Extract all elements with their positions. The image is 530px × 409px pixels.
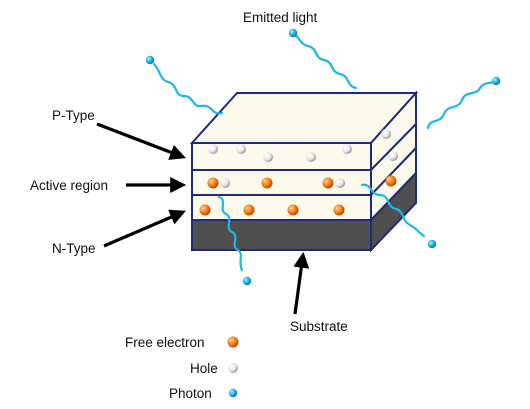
- photon-ray: [217, 195, 244, 272]
- free-electron: [385, 175, 397, 187]
- legend-free-electron-icon: [227, 336, 239, 348]
- photon: [427, 239, 437, 249]
- arrow-p-type: [96, 122, 186, 160]
- hole: [381, 129, 391, 139]
- free-electron: [261, 177, 273, 189]
- photon-ray: [293, 33, 358, 90]
- layer-p-type: [191, 142, 372, 171]
- photon: [491, 76, 501, 86]
- hole: [388, 151, 398, 161]
- arrow-n-type: [103, 209, 186, 248]
- legend-free-electron-label: Free electron: [125, 335, 205, 350]
- photon-ray: [152, 62, 224, 115]
- legend: Free electron Hole Photon: [125, 335, 239, 401]
- hole: [335, 178, 345, 188]
- free-electron: [322, 177, 334, 189]
- pointer-arrows: [96, 122, 310, 315]
- legend-hole-icon: [228, 363, 238, 373]
- led-block: [189, 90, 419, 253]
- label-p-type: P-Type: [52, 108, 95, 123]
- free-electron: [207, 177, 219, 189]
- hole: [342, 144, 352, 154]
- layer-n-type: [191, 194, 372, 221]
- hole: [236, 144, 246, 154]
- photons: [145, 28, 501, 286]
- free-electron: [199, 204, 211, 216]
- legend-photon-label: Photon: [169, 386, 212, 401]
- hole: [220, 178, 230, 188]
- label-active-region: Active region: [30, 178, 108, 193]
- hole: [306, 152, 316, 162]
- photon-ray: [426, 80, 495, 130]
- label-substrate: Substrate: [290, 319, 348, 334]
- label-n-type: N-Type: [52, 241, 96, 256]
- photon: [288, 28, 298, 38]
- photon: [242, 276, 252, 286]
- photon: [145, 55, 155, 65]
- hole: [263, 152, 273, 162]
- layer-substrate: [191, 219, 372, 251]
- label-emitted-light: Emitted light: [243, 10, 318, 25]
- legend-photon-icon: [228, 388, 238, 398]
- photon-ray: [360, 183, 426, 238]
- arrow-substrate: [293, 251, 310, 315]
- free-electron: [243, 204, 255, 216]
- free-electron: [333, 204, 345, 216]
- hole: [208, 144, 218, 154]
- legend-hole-label: Hole: [190, 361, 218, 376]
- free-electron: [287, 204, 299, 216]
